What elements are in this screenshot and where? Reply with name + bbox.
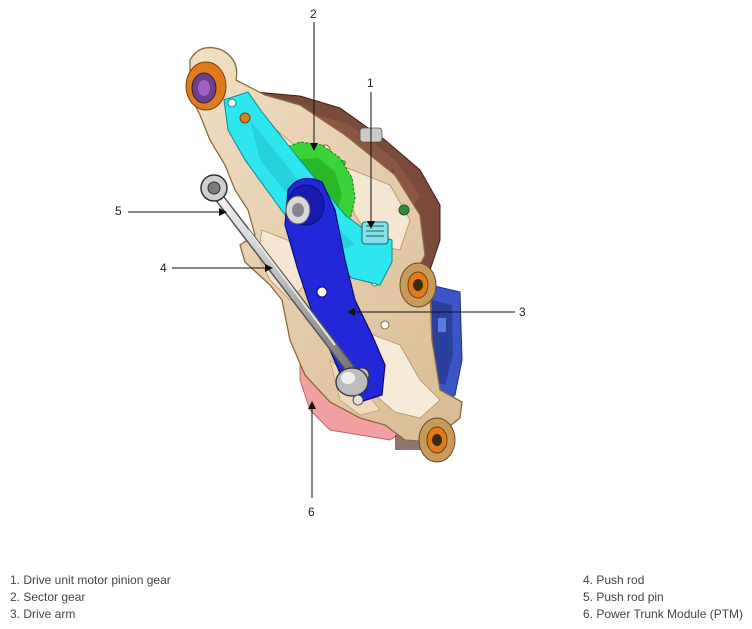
drive-arm	[284, 177, 386, 403]
callout-number-2: 2	[310, 7, 317, 21]
callout-number-5: 5	[115, 204, 122, 218]
legend-left-column: 1. Drive unit motor pinion gear 2. Secto…	[10, 572, 171, 623]
top-left-bushing	[185, 61, 227, 111]
legend-item-6: 6. Power Trunk Module (PTM)	[583, 607, 744, 621]
legend-item-3: 3. Drive arm	[10, 607, 76, 621]
legend-item-4: 4. Push rod	[583, 573, 645, 587]
callout-number-6: 6	[308, 505, 315, 519]
callout-number-1: 1	[367, 76, 374, 90]
callout-number-3: 3	[519, 305, 526, 319]
leader-lines	[128, 22, 515, 498]
mechanism-diagram	[128, 22, 515, 498]
legend-right-column: 4. Push rod 5. Push rod pin 6. Power Tru…	[583, 572, 743, 623]
pinion-gear	[361, 221, 389, 245]
legend-item-2: 2. Sector gear	[10, 590, 86, 604]
legend-item-5: 5. Push rod pin	[583, 590, 664, 604]
right-bushing-lower	[418, 417, 456, 463]
right-bushing-upper	[399, 262, 437, 308]
callout-number-4: 4	[160, 261, 167, 275]
legend-item-1: 1. Drive unit motor pinion gear	[10, 573, 171, 587]
push-rod	[200, 174, 369, 406]
